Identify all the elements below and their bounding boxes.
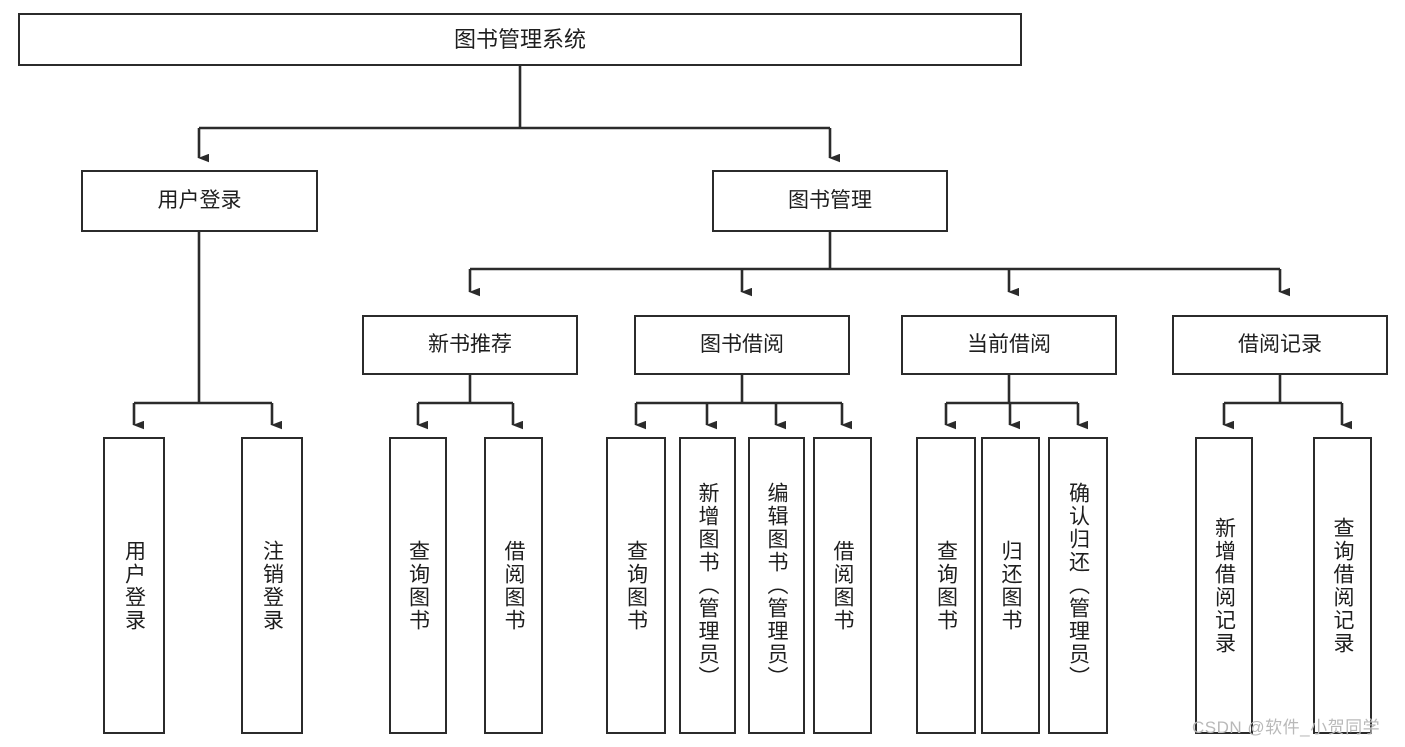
node-label: 查询借阅记录 (1331, 516, 1354, 655)
node-leaf-8[interactable]: 查询图书 (916, 437, 976, 734)
node-level2-1[interactable]: 图书管理 (712, 170, 948, 232)
node-label: 注销登录 (260, 539, 284, 632)
node-leaf-12[interactable]: 查询借阅记录 (1313, 437, 1372, 734)
node-label: 新书推荐 (428, 332, 512, 356)
node-label: 查询图书 (934, 539, 958, 632)
node-level3-0[interactable]: 新书推荐 (362, 315, 578, 375)
node-leaf-1[interactable]: 注销登录 (241, 437, 303, 734)
node-leaf-2[interactable]: 查询图书 (389, 437, 447, 734)
node-leaf-9[interactable]: 归还图书 (981, 437, 1040, 734)
node-label: 图书管理 (788, 188, 872, 212)
node-leaf-3[interactable]: 借阅图书 (484, 437, 543, 734)
node-leaf-7[interactable]: 借阅图书 (813, 437, 872, 734)
node-leaf-0[interactable]: 用户登录 (103, 437, 165, 734)
node-leaf-11[interactable]: 新增借阅记录 (1195, 437, 1253, 734)
node-label: 编辑图书（管理员） (765, 482, 788, 689)
node-label: 新增借阅记录 (1212, 516, 1236, 655)
node-label: 借阅图书 (502, 539, 525, 632)
node-root-system[interactable]: 图书管理系统 (18, 13, 1022, 66)
node-level3-1[interactable]: 图书借阅 (634, 315, 850, 375)
node-label: 新增图书（管理员） (696, 482, 719, 689)
node-label: 用户登录 (157, 188, 242, 212)
node-label: 归还图书 (999, 539, 1022, 632)
node-label: 查询图书 (406, 539, 430, 632)
node-leaf-6[interactable]: 编辑图书（管理员） (748, 437, 805, 734)
node-level3-2[interactable]: 当前借阅 (901, 315, 1117, 375)
node-label: 借阅记录 (1238, 332, 1322, 356)
node-level2-0[interactable]: 用户登录 (81, 170, 318, 232)
csdn-watermark: CSDN @软件_小贺同学 (1192, 718, 1381, 737)
node-label: 确认归还（管理员） (1066, 482, 1090, 689)
node-label: 查询图书 (624, 539, 648, 632)
node-label: 当前借阅 (967, 332, 1051, 356)
node-label: 用户登录 (122, 539, 146, 632)
node-level3-3[interactable]: 借阅记录 (1172, 315, 1388, 375)
node-leaf-5[interactable]: 新增图书（管理员） (679, 437, 736, 734)
node-leaf-4[interactable]: 查询图书 (606, 437, 666, 734)
node-label: 借阅图书 (831, 539, 854, 632)
node-label: 图书管理系统 (453, 26, 586, 52)
node-label: 图书借阅 (700, 332, 784, 356)
node-leaf-10[interactable]: 确认归还（管理员） (1048, 437, 1108, 734)
